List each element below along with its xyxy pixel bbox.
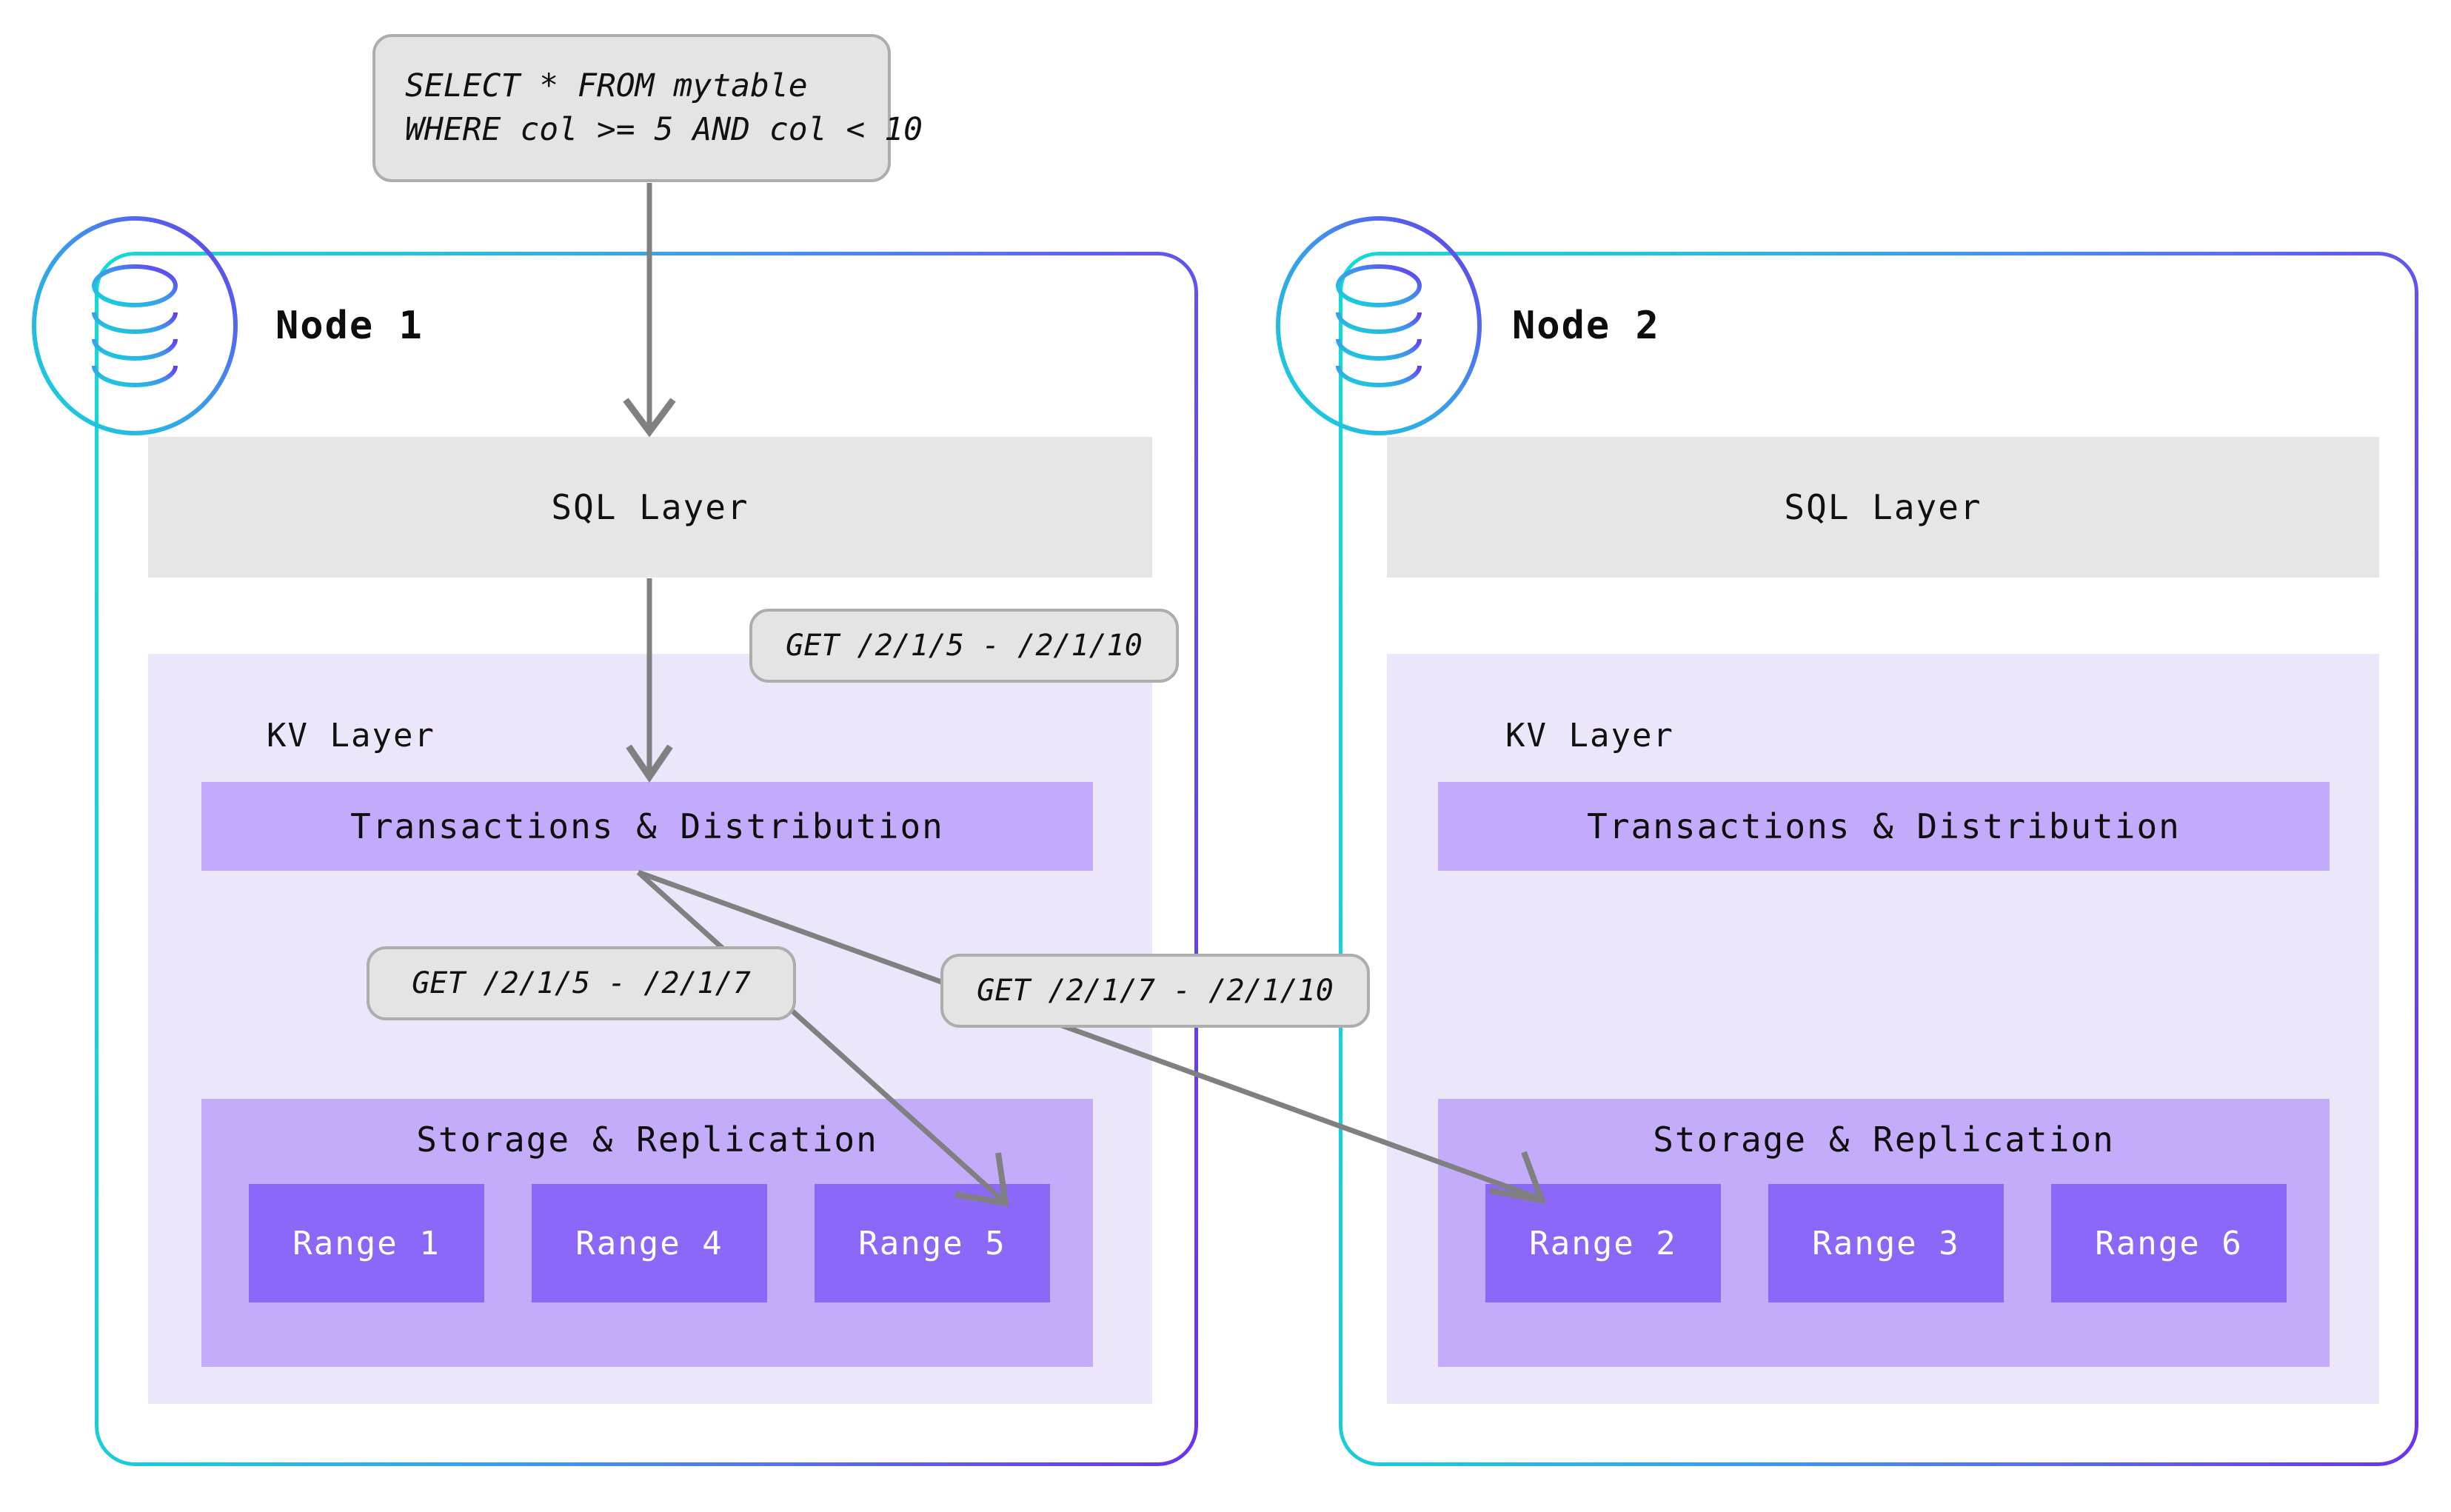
node-2-range-1-label: Range 3 — [1812, 1224, 1960, 1262]
node-1-sql-layer-label: SQL Layer — [551, 487, 749, 527]
node-2-transactions-bar: Transactions & Distribution — [1438, 782, 2330, 871]
node-2-title: Node 2 — [1512, 304, 1660, 348]
node-2-transactions-label: Transactions & Distribution — [1587, 806, 2181, 846]
node-2-range-row: Range 2 Range 3 Range 6 — [1485, 1184, 2287, 1302]
node-2-sql-layer: SQL Layer — [1387, 437, 2379, 578]
node-2-sql-layer-label: SQL Layer — [1784, 487, 1982, 527]
node-1-range-row: Range 1 Range 4 Range 5 — [249, 1184, 1050, 1302]
get-label-full-range-text: GET /2/1/5 - /2/1/10 — [786, 629, 1143, 663]
sql-query-callout: SELECT * FROM mytable WHERE col >= 5 AND… — [372, 34, 923, 182]
sql-query-line-1: SELECT * FROM mytable — [405, 67, 808, 104]
node-1-range-0-label: Range 1 — [292, 1224, 441, 1262]
node-1-sql-layer: SQL Layer — [148, 437, 1152, 578]
node-2-storage-box: Storage & Replication Range 2 Range 3 Ra… — [1438, 1099, 2330, 1367]
node-1-title: Node 1 — [275, 304, 424, 348]
node-1-transactions-bar: Transactions & Distribution — [201, 782, 1093, 871]
get-label-full-range: GET /2/1/5 - /2/1/10 — [749, 609, 1179, 683]
get-label-node2-range-text: GET /2/1/7 - /2/1/10 — [977, 974, 1334, 1008]
get-label-node2-range: GET /2/1/7 - /2/1/10 — [940, 954, 1370, 1028]
node-2-kv-layer-label: KV Layer — [1505, 717, 1674, 755]
node-1-range-1-label: Range 4 — [575, 1224, 723, 1262]
get-label-node1-range-text: GET /2/1/5 - /2/1/7 — [412, 966, 751, 1000]
node-1-range-1[interactable]: Range 4 — [532, 1184, 767, 1302]
sql-query-line-2: WHERE col >= 5 AND col < 10 — [405, 111, 923, 148]
node-2-range-0-label: Range 2 — [1529, 1224, 1677, 1262]
node-2-range-0[interactable]: Range 2 — [1485, 1184, 1721, 1302]
node-2-database-icon — [1268, 215, 1490, 437]
node-1-range-0[interactable]: Range 1 — [249, 1184, 484, 1302]
node-1-kv-layer-label: KV Layer — [267, 717, 435, 755]
node-2-range-2-label: Range 6 — [2095, 1224, 2243, 1262]
node-1-storage-box: Storage & Replication Range 1 Range 4 Ra… — [201, 1099, 1093, 1367]
node-1-range-2-label: Range 5 — [858, 1224, 1006, 1262]
node-1-transactions-label: Transactions & Distribution — [350, 806, 944, 846]
node-2-range-1[interactable]: Range 3 — [1768, 1184, 2004, 1302]
node-1-storage-label: Storage & Replication — [416, 1120, 878, 1160]
node-2-range-2[interactable]: Range 6 — [2051, 1184, 2287, 1302]
node-2-storage-label: Storage & Replication — [1653, 1120, 2115, 1160]
node-1-database-icon — [24, 215, 246, 437]
get-label-node1-range: GET /2/1/5 - /2/1/7 — [367, 946, 796, 1020]
node-1-range-2[interactable]: Range 5 — [815, 1184, 1050, 1302]
